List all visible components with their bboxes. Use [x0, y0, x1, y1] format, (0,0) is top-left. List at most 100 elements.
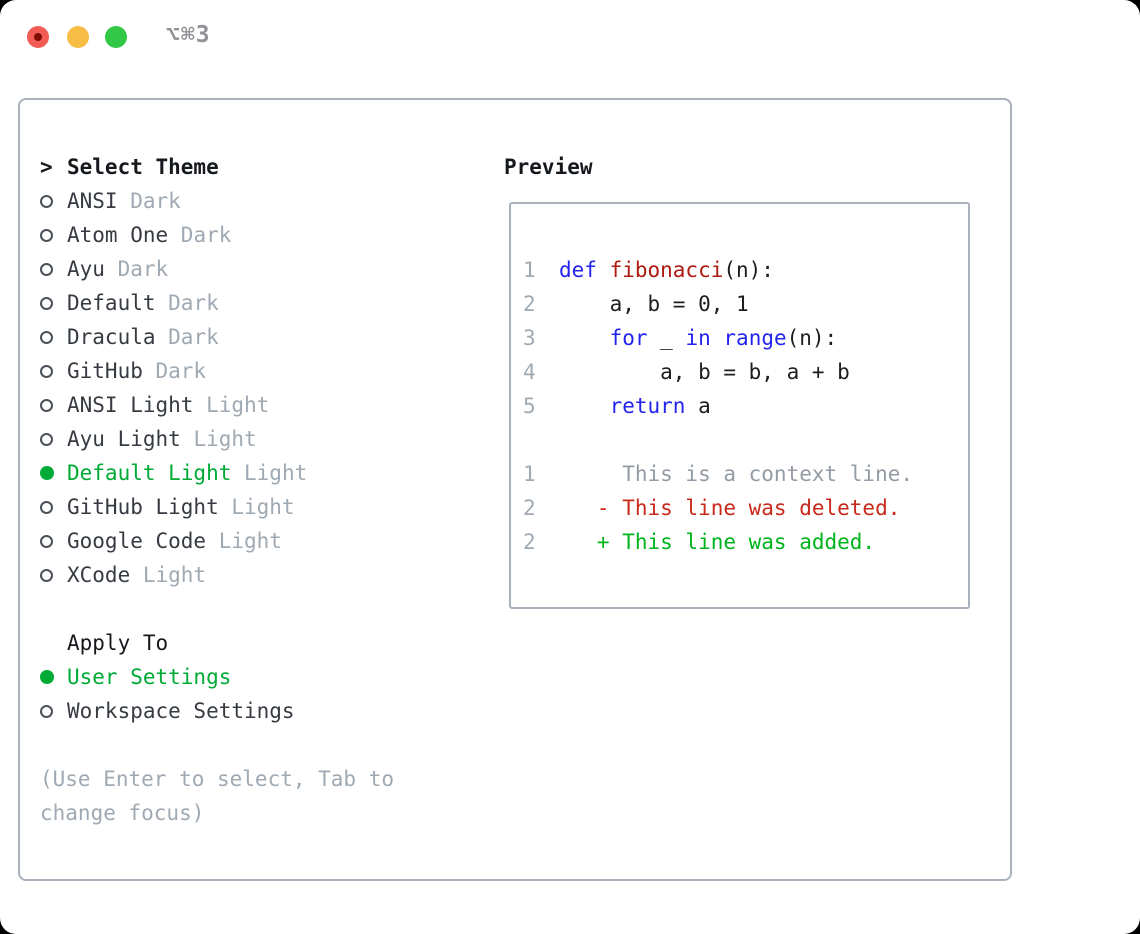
- code-line: 4 a, b = b, a + b: [523, 355, 968, 389]
- theme-item[interactable]: GitHub Dark: [40, 354, 480, 388]
- theme-name: Google Code: [67, 529, 207, 553]
- theme-variant: Dark: [155, 325, 219, 349]
- radio-icon: [40, 330, 53, 344]
- theme-variant: Dark: [155, 291, 219, 315]
- theme-name: Dracula: [67, 325, 156, 349]
- theme-variant: Light: [130, 563, 207, 587]
- radio-icon: [40, 704, 53, 718]
- radio-icon: [40, 262, 53, 276]
- close-dot-icon: [34, 33, 42, 41]
- theme-item[interactable]: XCode Light: [40, 558, 480, 592]
- theme-item[interactable]: Google Code Light: [40, 524, 480, 558]
- theme-item[interactable]: GitHub Light Light: [40, 490, 480, 524]
- code-line: [523, 423, 968, 457]
- code-segment: [559, 389, 610, 423]
- code-segment: def: [559, 258, 610, 282]
- preview-section: Preview: [504, 150, 994, 184]
- code-line: 1 This is a context line.: [523, 457, 968, 491]
- code-segment: range: [723, 326, 787, 350]
- code-segment: fibonacci: [609, 258, 724, 282]
- theme-name: GitHub: [67, 359, 143, 383]
- radio-cell: [40, 330, 67, 344]
- theme-variant: Light: [231, 461, 308, 485]
- radio-icon: [40, 568, 53, 582]
- line-number: [523, 423, 559, 457]
- code-line: 2 a, b = 0, 1: [523, 287, 968, 321]
- apply-to-title: Apply To: [67, 631, 169, 655]
- window-shortcut-label: ⌥⌘3: [166, 22, 211, 48]
- select-theme-title: Select Theme: [67, 155, 219, 179]
- line-number: 5: [523, 394, 536, 418]
- radio-icon: [40, 432, 53, 446]
- theme-item[interactable]: Default Dark: [40, 286, 480, 320]
- radio-cell: [40, 228, 67, 242]
- radio-cell: [40, 194, 67, 208]
- line-number: 2: [523, 292, 536, 316]
- preview-title: Preview: [504, 155, 593, 179]
- radio-cell: [40, 432, 67, 446]
- theme-item[interactable]: Atom One Dark: [40, 218, 480, 252]
- theme-name: ANSI: [67, 189, 118, 213]
- radio-icon: [40, 364, 53, 378]
- radio-cell: [40, 466, 67, 480]
- radio-cell: [40, 704, 67, 718]
- close-button[interactable]: [27, 26, 49, 48]
- code-line: 3 for _ in range(n):: [523, 321, 968, 355]
- code-segment: + This line was added.: [559, 530, 876, 554]
- maximize-button[interactable]: [105, 26, 127, 48]
- code-segment: This is a context line.: [559, 462, 914, 486]
- theme-item[interactable]: Dracula Dark: [40, 320, 480, 354]
- theme-item[interactable]: ANSI Light Light: [40, 388, 480, 422]
- code-segment: (n):: [723, 258, 774, 282]
- theme-item[interactable]: ANSI Dark: [40, 184, 480, 218]
- theme-variant: Dark: [142, 359, 207, 383]
- select-theme-header: > Select Theme: [40, 150, 480, 184]
- line-number: 2: [523, 496, 536, 520]
- apply-to-option[interactable]: Workspace Settings: [40, 694, 480, 728]
- theme-item[interactable]: Default Light Light: [40, 456, 480, 490]
- code-segment: [711, 321, 724, 355]
- window-titlebar: ⌥⌘3: [0, 0, 1140, 75]
- radio-cell: [40, 670, 67, 684]
- theme-name: Ayu: [67, 257, 105, 281]
- theme-variant: Dark: [104, 257, 169, 281]
- apply-to-option[interactable]: User Settings: [40, 660, 480, 694]
- code-segment: in: [685, 326, 711, 350]
- theme-name: Atom One: [67, 223, 169, 247]
- radio-cell: [40, 398, 67, 412]
- theme-variant: Light: [206, 529, 282, 553]
- focus-caret-icon: >: [40, 155, 53, 179]
- apply-to-label: User Settings: [67, 665, 232, 689]
- code-segment: (n):: [786, 326, 838, 350]
- code-line: 1 def fibonacci(n):: [523, 253, 968, 287]
- radio-icon: [40, 296, 53, 310]
- code-segment: a, b = 0, 1: [559, 292, 749, 316]
- radio-icon: [40, 398, 53, 412]
- code-segment: a: [685, 394, 711, 418]
- theme-name: XCode: [67, 563, 131, 587]
- radio-cell: [40, 534, 67, 548]
- theme-variant: Light: [193, 393, 270, 417]
- theme-item[interactable]: Ayu Dark: [40, 252, 480, 286]
- line-number: 1: [523, 258, 536, 282]
- code-segment: [559, 321, 610, 355]
- keyboard-hint: (Use Enter to select, Tab to change focu…: [40, 767, 395, 825]
- theme-item[interactable]: Ayu Light Light: [40, 422, 480, 456]
- theme-name: Ayu Light: [67, 427, 181, 451]
- radio-icon: [40, 534, 53, 548]
- radio-cell: [40, 364, 67, 378]
- theme-variant: Light: [218, 495, 295, 519]
- line-number: 3: [523, 326, 536, 350]
- line-number: 4: [523, 360, 536, 384]
- radio-selected-icon: [40, 466, 54, 480]
- code-segment: a, b = b, a + b: [559, 360, 850, 384]
- radio-cell: [40, 262, 67, 276]
- minimize-button[interactable]: [67, 26, 89, 48]
- code-segment: return: [609, 394, 686, 418]
